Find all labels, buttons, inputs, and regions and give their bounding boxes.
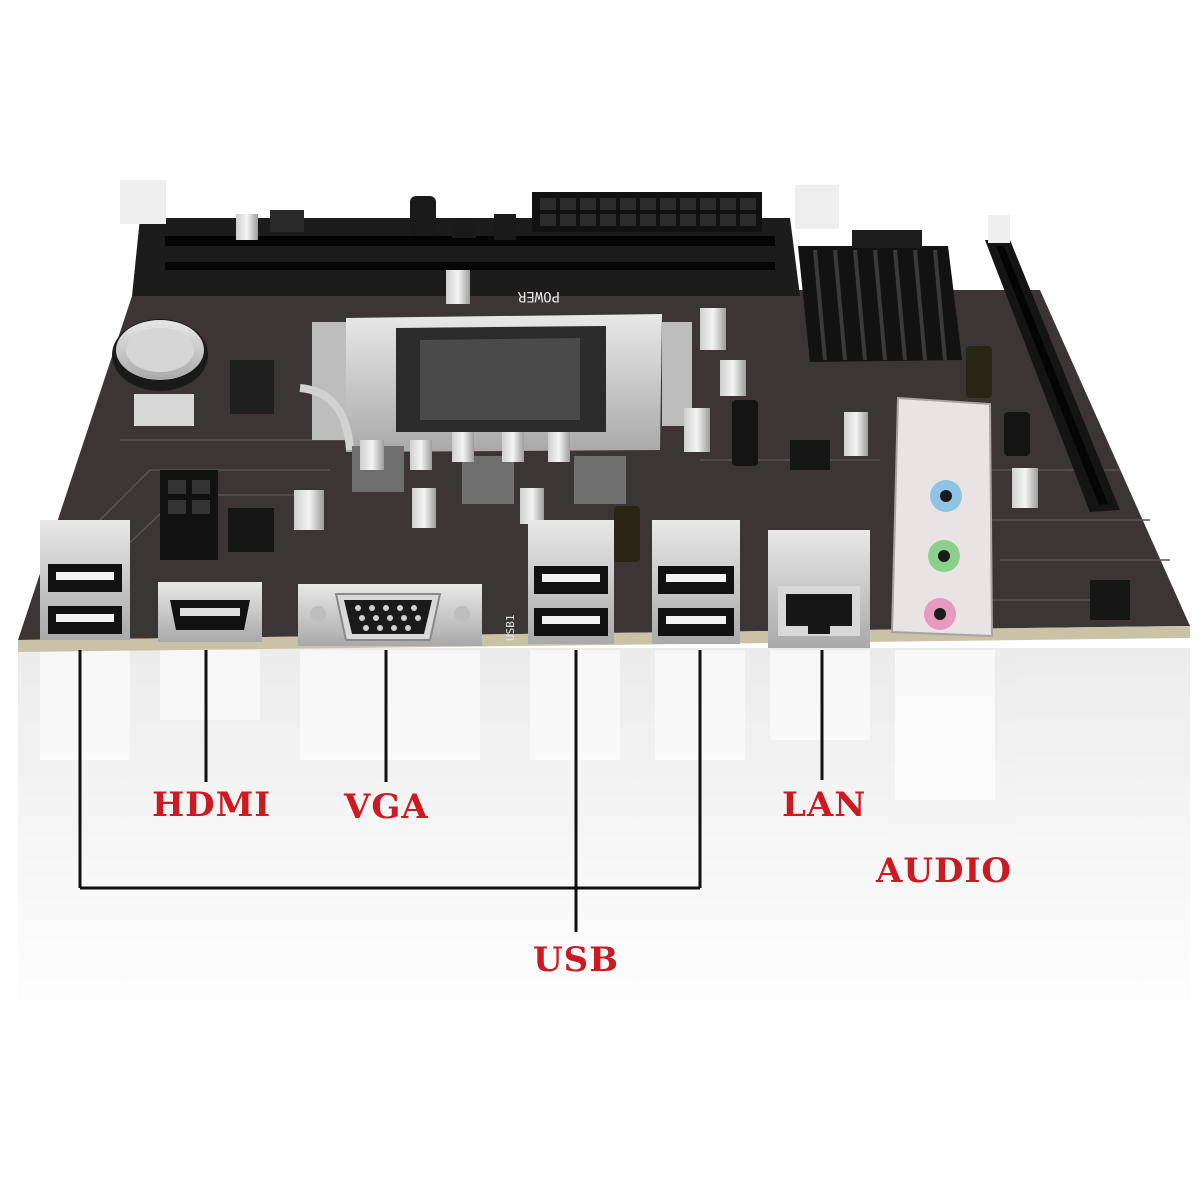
silkscreen-usb1: USB1 — [504, 615, 517, 642]
usb-port-icon — [40, 520, 130, 640]
chip-regulator — [228, 508, 274, 552]
label-usb: USB — [533, 940, 619, 980]
chip-small — [270, 210, 304, 232]
leader-lines — [78, 650, 824, 932]
usb-port-icon — [528, 520, 614, 644]
lan-port-icon — [768, 530, 870, 648]
chipset-heatsink — [798, 230, 962, 362]
pcie-slot — [985, 215, 1120, 512]
hdmi-port-icon — [158, 582, 262, 642]
audio-codec-chip — [1090, 580, 1130, 620]
reflection-fade — [0, 648, 1200, 1028]
label-sticker — [134, 394, 194, 426]
chip-small — [494, 214, 516, 240]
cpu-power-connector — [160, 470, 218, 560]
silkscreen-power: POWER — [517, 288, 560, 304]
capacitor — [236, 214, 258, 240]
usb-port-icon — [652, 520, 740, 644]
label-vga: VGA — [344, 787, 429, 827]
capacitor-black — [410, 196, 436, 236]
atx-connector — [532, 192, 762, 232]
chip-small — [790, 440, 830, 470]
cmos-battery — [112, 319, 208, 391]
label-hdmi: HDMI — [152, 785, 272, 825]
label-audio: AUDIO — [876, 851, 1013, 891]
vga-port-icon — [298, 584, 482, 646]
dimm-slot — [120, 180, 839, 296]
cpu-socket — [299, 314, 692, 452]
vrm-components — [294, 270, 1038, 562]
label-lan: LAN — [782, 785, 867, 825]
audio-jack-icon — [890, 396, 994, 638]
bios-chip — [230, 360, 274, 414]
chip-small — [452, 218, 476, 238]
